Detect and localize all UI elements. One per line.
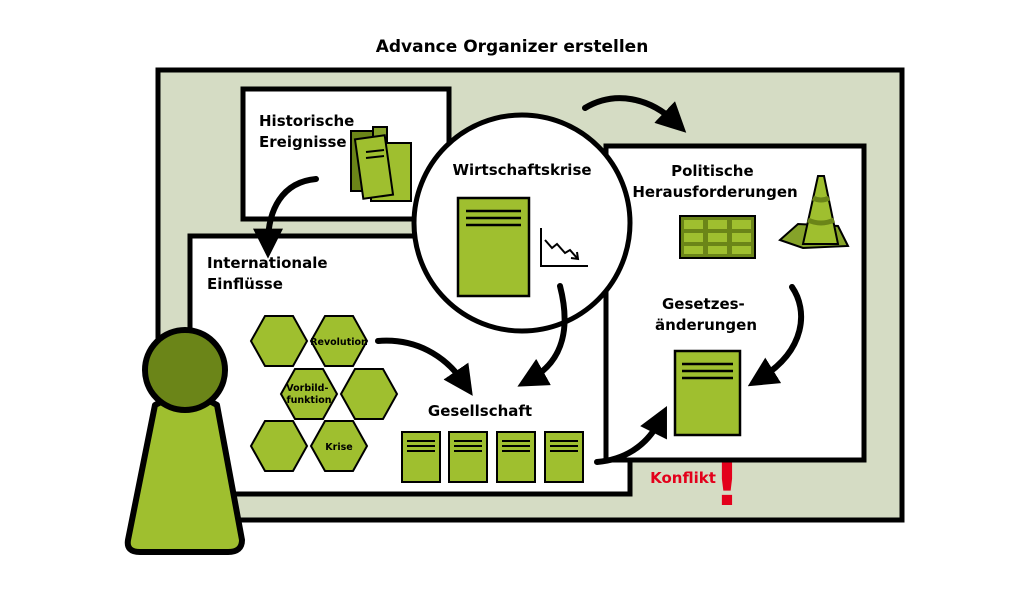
- diagram-title: Advance Organizer erstellen: [376, 37, 649, 57]
- arrow-hexagons-to-gesellschaft: [375, 337, 473, 396]
- hexagon-vorbild-label: Vorbild- funktion: [286, 383, 331, 406]
- law-document-icon: [673, 349, 742, 437]
- arrows: [253, 95, 805, 465]
- declining-chart-icon: [540, 228, 588, 267]
- person-figure: [124, 327, 245, 555]
- society-tile: [401, 431, 441, 483]
- politische-herausforderungen-label: Politische Herausforderungen: [632, 162, 797, 201]
- hexagon-revolution: [309, 315, 369, 367]
- konflikt-label: Konflikt: [650, 469, 716, 487]
- society-tile: [448, 431, 488, 483]
- arrow-politische-to-gesetz: [747, 284, 805, 387]
- hexagon-vorbildfunktion: [279, 368, 339, 420]
- gesellschaft-label: Gesellschaft: [428, 402, 532, 420]
- table-grid-icon: [679, 215, 756, 259]
- books-icon: [350, 126, 412, 202]
- document-icon: [456, 196, 531, 298]
- arrow-wirtschaftskrise-to-gesellschaft: [517, 283, 568, 387]
- traffic-cone-icon: [778, 175, 850, 250]
- arrow-historische-to-international: [253, 176, 319, 259]
- hexagon-cluster: [249, 315, 399, 472]
- hexagon: [249, 420, 309, 472]
- hexagon-revolution-label: Revolution: [310, 337, 368, 348]
- society-tile: [544, 431, 584, 483]
- historische-ereignisse-label: Historische Ereignisse: [259, 112, 360, 151]
- society-tile: [496, 431, 536, 483]
- hexagon: [249, 315, 309, 367]
- hexagon-krise: [309, 420, 369, 472]
- konflikt-exclamation: !: [714, 451, 740, 519]
- society-tiles: [401, 431, 584, 483]
- internationale-einfluesse-label: Internationale Einflüsse: [207, 254, 333, 293]
- hexagon-krise-label: Krise: [325, 442, 352, 453]
- gesetzesaenderungen-label: Gesetzes- änderungen: [655, 295, 757, 334]
- arrow-top-to-politische: [582, 95, 687, 133]
- hexagon: [339, 368, 399, 420]
- arrow-gesellschaft-to-gesetz: [594, 406, 667, 465]
- wirtschaftskrise-label: Wirtschaftskrise: [452, 161, 591, 179]
